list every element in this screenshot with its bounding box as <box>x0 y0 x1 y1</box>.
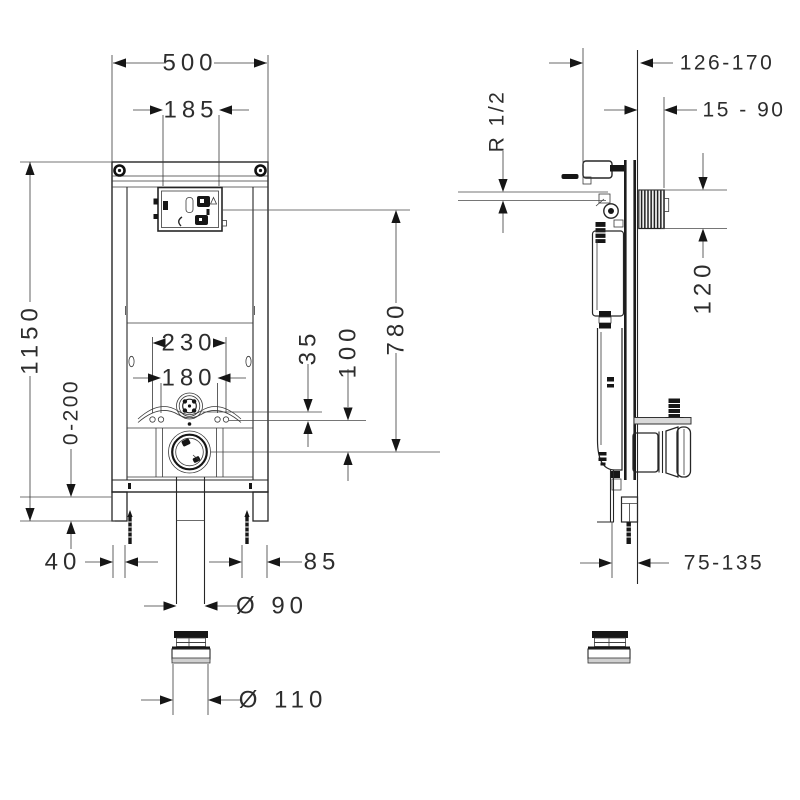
dim-offset-100: 100 <box>335 323 362 481</box>
pipe-adapter-front <box>171 631 211 664</box>
wall-bracket <box>561 160 626 185</box>
dim-box-185: 185 <box>133 97 249 186</box>
dim-dia-110-label: Ø 110 <box>239 687 328 714</box>
dim-height-1150-label: 1150 <box>17 303 44 375</box>
dim-width-500: 500 <box>111 50 269 162</box>
threaded-rod <box>665 398 684 419</box>
dim-water-connection-label: R 1/2 <box>486 90 509 153</box>
dim-offset-35-label: 35 <box>295 329 322 366</box>
front-frame <box>111 161 269 493</box>
dim-water-connection: R 1/2 <box>458 90 608 233</box>
dim-height-1150: 1150 <box>17 162 44 521</box>
drain-pipe <box>175 477 206 604</box>
frame-legs <box>111 491 269 544</box>
service-box <box>153 186 227 232</box>
dim-offset-85-label: 85 <box>304 549 341 576</box>
service-box-icons <box>153 196 227 227</box>
dim-leg-40: 40 <box>45 545 158 578</box>
dim-dia-90-label: Ø 90 <box>236 593 308 620</box>
dim-foot-0-200: 0-200 <box>60 379 83 549</box>
floor-anchor-left <box>127 510 133 544</box>
reference-lines-front <box>20 161 440 522</box>
dim-plate-120: 120 <box>640 153 727 315</box>
dim-foot-0-200-label: 0-200 <box>60 379 83 445</box>
dim-depth-126-170: 126-170 <box>549 48 775 165</box>
flush-pipe-connection <box>137 392 242 426</box>
side-view: 126-170 15 - 90 R 1/2 120 <box>458 48 786 664</box>
side-rail <box>624 160 636 480</box>
dim-offset-35: 35 <box>295 329 322 447</box>
dim-dia-90: Ø 90 <box>144 593 308 620</box>
dim-box-185-label: 185 <box>163 97 218 124</box>
dim-offset-100-label: 100 <box>335 323 362 378</box>
dim-dia-110: Ø 110 <box>141 664 328 715</box>
dim-fix-180-label: 180 <box>161 365 216 392</box>
anchor-holes <box>149 416 230 423</box>
water-connection-stub <box>561 174 579 179</box>
pipe-adapter-side <box>587 631 631 664</box>
drain-outlet <box>127 427 253 478</box>
dim-height-780: 780 <box>383 210 410 452</box>
dim-leg-40-label: 40 <box>45 549 82 576</box>
dim-fix-230-label: 230 <box>161 330 216 357</box>
front-view: 500 185 1150 0-200 230 <box>17 50 440 715</box>
dim-outlet-75-135: 75-135 <box>580 522 764 578</box>
floor-anchor-right <box>244 510 250 544</box>
finished-wall-block <box>638 189 670 230</box>
dim-finish-label: 15 - 90 <box>703 99 786 122</box>
dim-plate-120-label: 120 <box>690 259 717 314</box>
outlet-bend <box>632 426 692 478</box>
dim-outlet-label: 75-135 <box>684 552 764 575</box>
dim-width-500-label: 500 <box>162 50 217 77</box>
side-leg <box>597 470 639 544</box>
dim-fix-180: 180 <box>133 365 246 413</box>
dim-finish-15-90: 15 - 90 <box>604 97 786 188</box>
cistern-profile <box>591 193 625 491</box>
dim-offset-85: 85 <box>209 545 341 578</box>
support-plate <box>633 417 692 425</box>
dim-height-780-label: 780 <box>383 300 410 355</box>
dim-depth-label: 126-170 <box>680 52 775 75</box>
